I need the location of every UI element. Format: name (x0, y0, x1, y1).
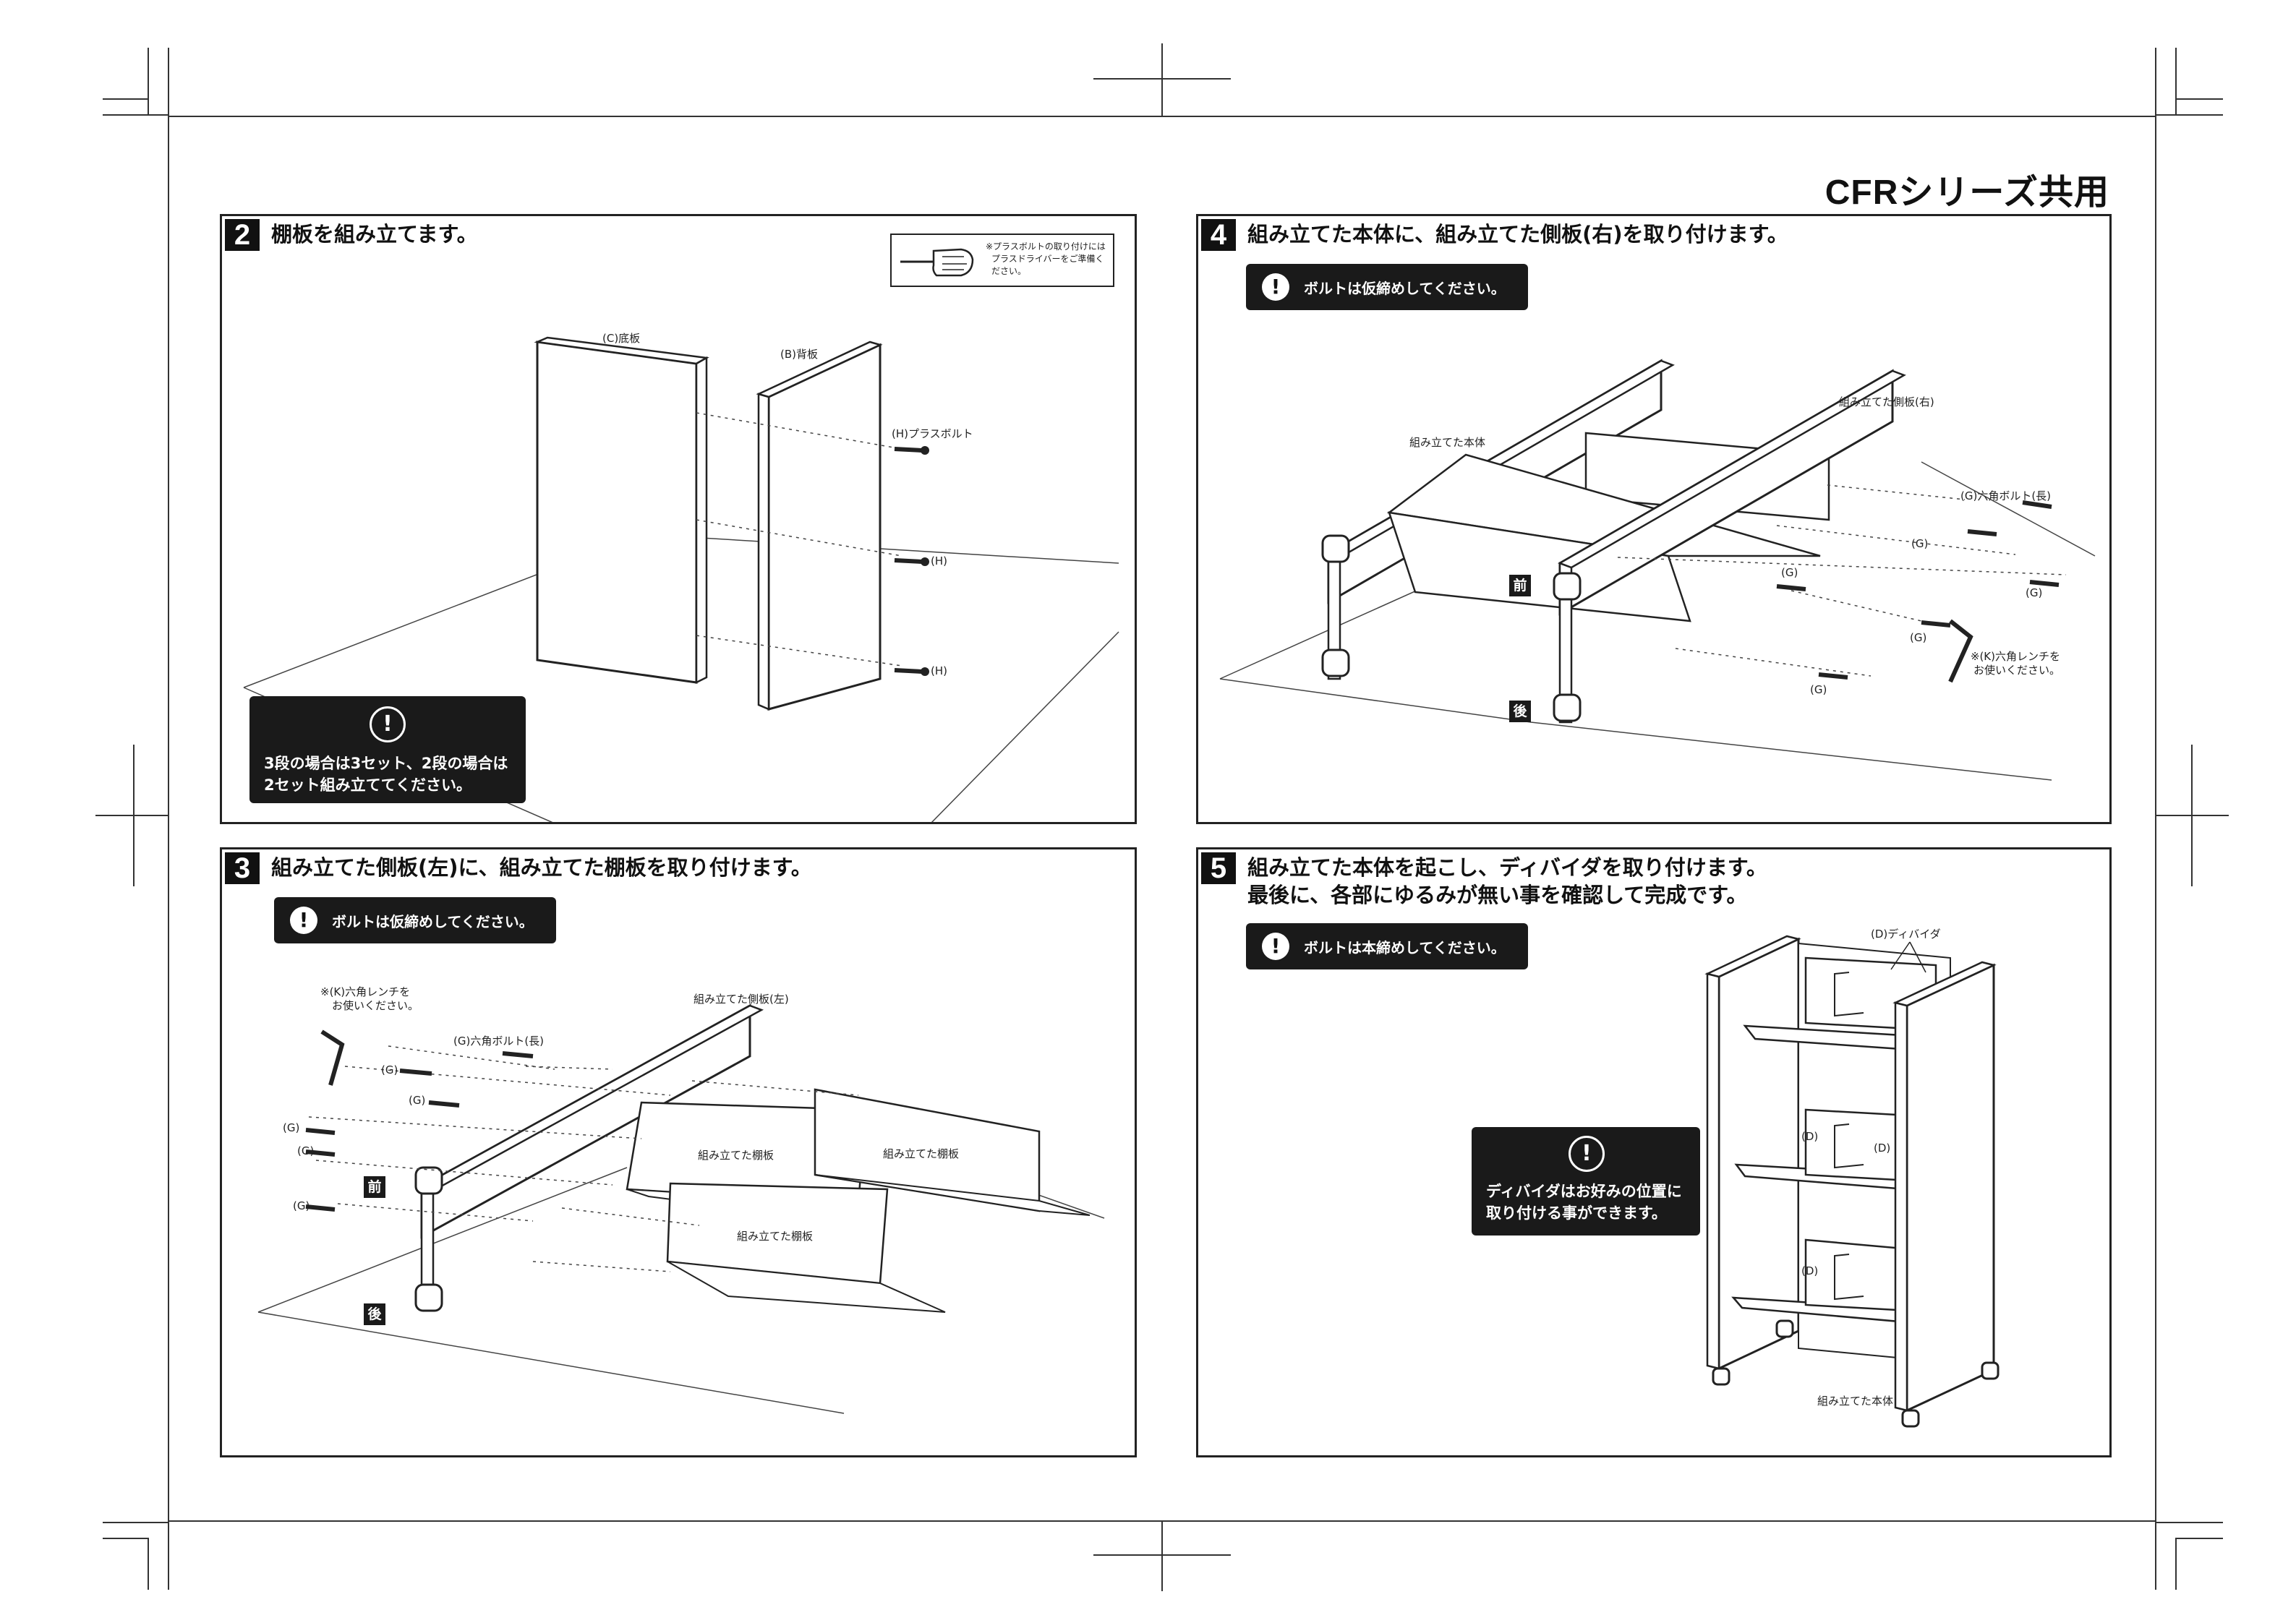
front-tag: 前 (364, 1176, 385, 1198)
warning-box: ! ディバイダはお好みの位置に 取り付ける事ができます。 (1472, 1127, 1700, 1236)
screwdriver-tip: ※プラスボルトの取り付けには プラスドライバーをご準備く ださい。 (890, 234, 1114, 287)
trim-mark (2156, 1522, 2223, 1523)
label-d: (D) (1874, 1142, 1891, 1155)
exclamation-icon: ! (1262, 933, 1289, 960)
label-hexbolt-long: (G)六角ボルト(長) (453, 1035, 545, 1048)
warning-text: 3段の場合は3セット、2段の場合は (264, 755, 508, 772)
step-title: 組み立てた側板(左)に、組み立てた棚板を取り付けます。 (271, 855, 812, 880)
step-5-illustration (1704, 935, 2000, 1428)
label-h: (H) (931, 554, 947, 568)
series-title: CFRシリーズ共用 (1825, 174, 2109, 212)
step-3-illustration (257, 1003, 1105, 1414)
trim-mark (2175, 48, 2177, 114)
label-g: (G) (1810, 683, 1827, 696)
trim-mark (148, 48, 149, 114)
label-side-right: 組み立てた側板(右) (1839, 395, 1934, 408)
center-mark (1161, 43, 1163, 116)
trim-mark (103, 98, 148, 100)
label-g: (G) (381, 1063, 398, 1076)
step-5-panel: 5 組み立てた本体を起こし、ディバイダを取り付けます。 最後に、各部にゆるみが無… (1196, 847, 2112, 1457)
trim-mark (2177, 1538, 2223, 1539)
step-title-line2: 最後に、各部にゆるみが無い事を確認して完成です。 (1247, 883, 1748, 907)
trim-mark (2155, 1522, 2156, 1590)
step-number: 5 (1201, 852, 1236, 884)
step-title: 組み立てた本体に、組み立てた側板(右)を取り付けます。 (1247, 222, 1788, 247)
warning-box: ! 3段の場合は3セット、2段の場合は 2セット組み立ててください。 (249, 696, 526, 803)
label-shelf: 組み立てた棚板 (883, 1147, 960, 1160)
label-shelf: 組み立てた棚板 (698, 1149, 774, 1162)
label-shelf: 組み立てた棚板 (737, 1230, 814, 1243)
label-g: (G) (409, 1094, 426, 1107)
label-wrench: ※(K)六角レンチをお使いください。 (320, 985, 419, 1012)
step-2-illustration (243, 336, 1119, 822)
exclamation-icon: ! (370, 706, 406, 742)
center-mark (133, 745, 135, 886)
label-g: (G) (293, 1199, 310, 1212)
label-g: (G) (2026, 586, 2043, 599)
step-title: 棚板を組み立てます。 (271, 222, 478, 247)
trim-mark (148, 1538, 149, 1590)
label-d: (D) (1801, 1130, 1819, 1143)
trim-mark (2155, 48, 2156, 116)
step-4-panel: 4 組み立てた本体に、組み立てた側板(右)を取り付けます。 ! ボルトは仮締めし… (1196, 214, 2112, 824)
trim-mark (2156, 114, 2223, 116)
label-wrench: ※(K)六角レンチをお使いください。 (1970, 650, 2061, 677)
exclamation-icon: ! (290, 907, 317, 934)
step-number: 3 (225, 852, 260, 884)
trim-mark (2177, 98, 2223, 100)
trim-mark (103, 114, 169, 116)
step-2-panel: 2 棚板を組み立てます。 ※プラスボルトの取り付けには プラスドライバーをご準備… (220, 214, 1137, 824)
label-g: (G) (1781, 566, 1798, 579)
label-d: (D) (1801, 1264, 1819, 1277)
step-number: 4 (1201, 219, 1236, 251)
center-mark (1161, 1522, 1163, 1591)
trim-mark (168, 1522, 169, 1590)
hex-wrench-icon (320, 1029, 345, 1086)
label-g: (G) (1910, 631, 1927, 644)
trim-mark (103, 1538, 148, 1539)
notice-banner: ! ボルトは仮締めしてください。 (274, 897, 556, 943)
center-mark (95, 815, 168, 816)
screwdriver-hand-icon (900, 248, 974, 277)
label-g: (G) (283, 1121, 300, 1134)
trim-mark (103, 1522, 169, 1523)
warning-text: 取り付ける事ができます。 (1486, 1204, 1667, 1222)
step-number: 2 (225, 219, 260, 251)
label-body: 組み立てた本体 (1817, 1395, 1894, 1408)
trim-mark (168, 48, 169, 116)
warning-text: ディバイダはお好みの位置に (1486, 1183, 1682, 1200)
label-back-board: (B)背板 (780, 348, 818, 361)
tip-text: ※プラスボルトの取り付けには プラスドライバーをご準備く ださい。 (986, 241, 1106, 276)
trim-mark (2175, 1538, 2177, 1590)
label-side-left: 組み立てた側板(左) (694, 993, 789, 1006)
label-body: 組み立てた本体 (1409, 436, 1486, 449)
center-mark (2191, 745, 2193, 886)
label-bottom-board: (C)底板 (602, 332, 641, 345)
step-3-panel: 3 組み立てた側板(左)に、組み立てた棚板を取り付けます。 ! ボルトは仮締めし… (220, 847, 1137, 1457)
label-g: (G) (1911, 537, 1929, 550)
hex-wrench-icon (1948, 619, 1973, 683)
back-tag: 後 (1509, 701, 1531, 722)
label-plus-bolt: (H)プラスボルト (892, 427, 973, 440)
exclamation-icon: ! (1262, 273, 1289, 301)
step-title: 組み立てた本体を起こし、ディバイダを取り付けます。 (1247, 855, 1767, 880)
label-g: (G) (297, 1144, 315, 1157)
step-4-illustration (1219, 359, 2096, 781)
front-tag: 前 (1509, 575, 1531, 596)
warning-text: 2セット組み立ててください。 (264, 776, 471, 794)
notice-banner: ! ボルトは仮締めしてください。 (1246, 264, 1528, 310)
label-divider: (D)ディバイダ (1871, 928, 1941, 941)
label-hexbolt-long: (G)六角ボルト(長) (1960, 489, 2052, 502)
label-h: (H) (931, 664, 947, 677)
notice-banner: ! ボルトは本締めしてください。 (1246, 923, 1528, 969)
center-mark (2156, 815, 2229, 816)
page-frame (168, 116, 2156, 1522)
exclamation-icon: ! (1569, 1136, 1605, 1172)
back-tag: 後 (364, 1303, 385, 1325)
